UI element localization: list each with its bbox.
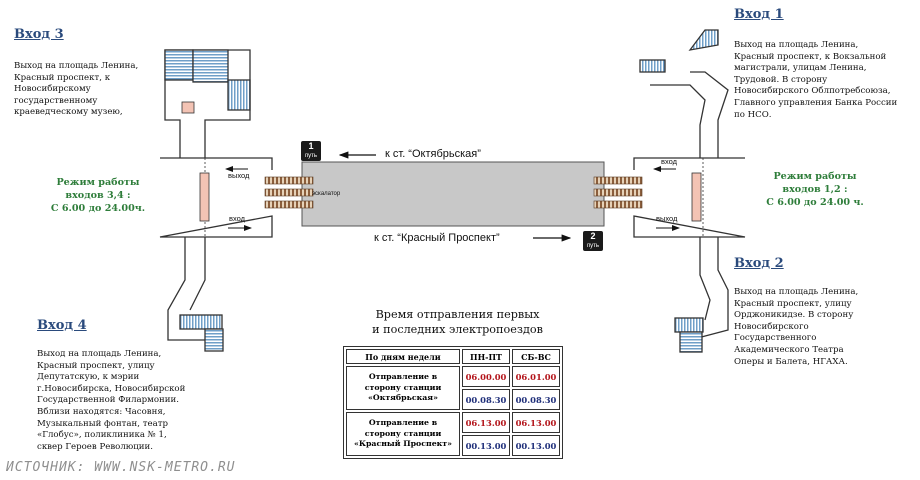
vestibule-west: [159, 49, 273, 352]
table-row: Отправление в сторону станции «Красный П…: [346, 412, 560, 456]
entrance-2-title: Вход 2: [734, 256, 784, 271]
track-1-direction: к ст. “Октябрьская”: [385, 148, 481, 160]
entrance-4-title: Вход 4: [37, 318, 87, 333]
track-2-direction: к ст. “Красный Проспект”: [374, 232, 500, 244]
entrance-2-description: Выход на площадь Ленина, Красный проспек…: [734, 287, 859, 367]
first-train-weekdays: 06.00.00: [462, 366, 510, 387]
track-2-word: путь: [586, 243, 600, 249]
exit-label-east: выход: [656, 214, 678, 223]
escalator-right: [593, 176, 643, 209]
hours-entrances-3-4: Режим работы входов 3,4 : С 6.00 до 24.0…: [50, 177, 146, 214]
first-train-weekend: 06.01.00: [512, 366, 560, 387]
track-1-badge: 1 путь: [301, 141, 321, 161]
table-row: 00.08.30 00.08.30: [346, 389, 560, 410]
schedule-row-label: Отправление в сторону станции «Красный П…: [346, 412, 460, 456]
schedule-header-weekdays: ПН-ПТ: [462, 349, 510, 364]
entrance-1-title: Вход 1: [734, 7, 784, 22]
last-train-weekdays: 00.13.00: [462, 435, 510, 456]
entrance-3-title: Вход 3: [14, 27, 64, 42]
entry-label-east: вход: [661, 157, 678, 166]
entry-label-west: вход: [229, 214, 246, 223]
schedule-table: По дням недели ПН-ПТ СБ-ВС Отправление в…: [343, 346, 563, 459]
hours-entrances-1-2: Режим работы входов 1,2 : С 6.00 до 24.0…: [766, 171, 864, 208]
track-1-word: путь: [304, 153, 318, 159]
table-row: Отправление в сторону станции «Октябрьск…: [346, 366, 560, 410]
escalator-left: [264, 176, 314, 209]
schedule-header-days: По дням недели: [346, 349, 460, 364]
track-2-badge: 2 путь: [583, 231, 603, 251]
entrance-4-description: Выход на площадь Ленина, Красный проспек…: [37, 349, 186, 452]
source-watermark: ИСТОЧНИК: WWW.NSK-METRO.RU: [6, 460, 236, 475]
first-train-weekdays: 06.13.00: [462, 412, 510, 433]
track-1-number: 1: [308, 141, 314, 151]
track-2-number: 2: [590, 231, 596, 241]
schedule-header-row: По дням недели ПН-ПТ СБ-ВС: [346, 349, 560, 364]
escalator-label: эскалатор: [312, 191, 341, 197]
entrance-3-description: Выход на площадь Ленина, Красный проспек…: [14, 61, 139, 118]
schedule-title: Время отправления первых и последних эле…: [372, 308, 543, 336]
last-train-weekend: 00.08.30: [512, 389, 560, 410]
last-train-weekdays: 00.08.30: [462, 389, 510, 410]
vestibule-east: [633, 29, 746, 353]
schedule-row-label: Отправление в сторону станции «Октябрьск…: [346, 366, 460, 410]
table-row: 00.13.00 00.13.00: [346, 435, 560, 456]
first-train-weekend: 06.13.00: [512, 412, 560, 433]
schedule-header-weekend: СБ-ВС: [512, 349, 560, 364]
platform: [301, 161, 605, 227]
entrance-1-description: Выход на площадь Ленина, Красный проспек…: [734, 40, 898, 120]
exit-label-west: выход: [228, 171, 250, 180]
last-train-weekend: 00.13.00: [512, 435, 560, 456]
